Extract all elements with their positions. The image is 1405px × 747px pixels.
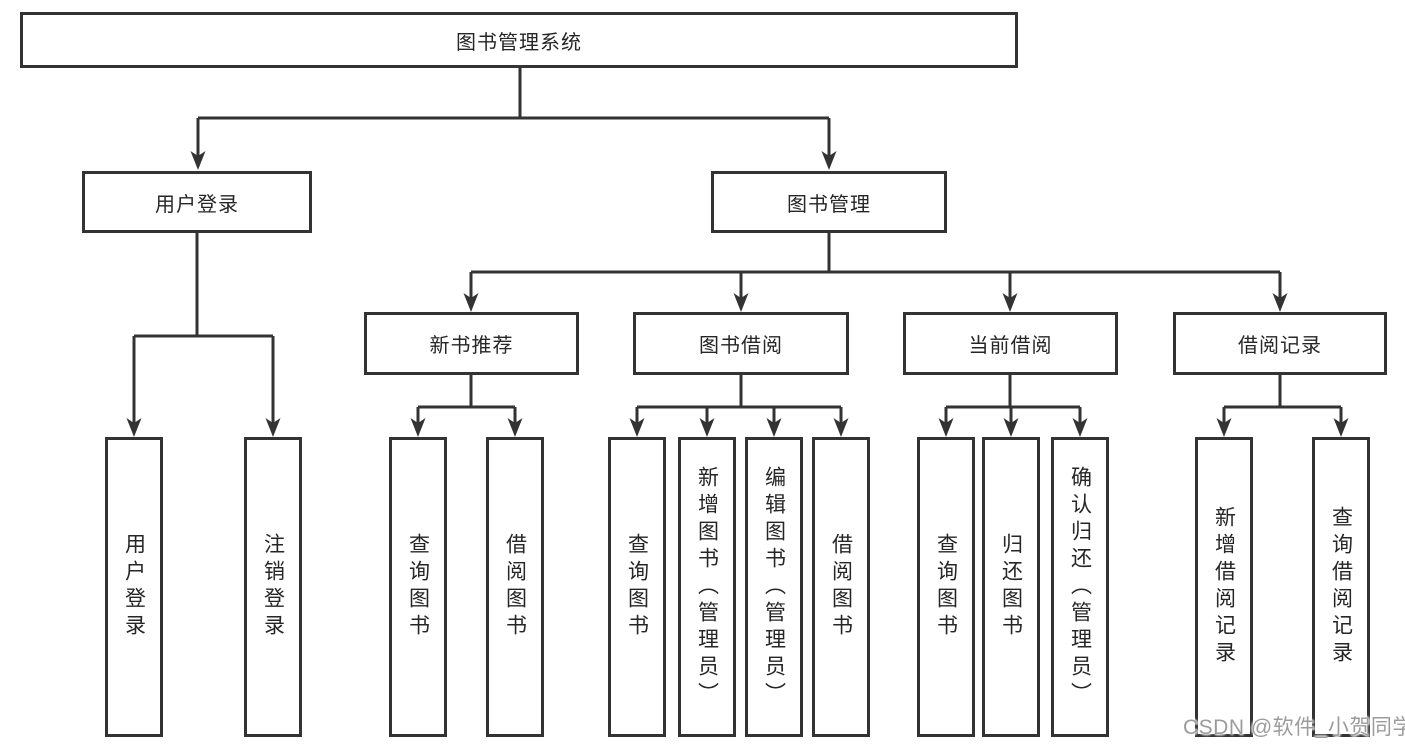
leaf-user-login: 用户登录 <box>105 437 163 737</box>
leaf-query-books-1: 查询图书 <box>389 437 447 737</box>
node-book-management-branch: 图书管理 <box>711 171 947 233</box>
leaf-return-books: 归还图书 <box>982 437 1040 737</box>
leaf-label: 查询图书 <box>625 533 649 641</box>
leaf-add-borrow-record: 新增借阅记录 <box>1195 437 1253 737</box>
leaf-label: 借阅图书 <box>829 533 853 641</box>
leaf-logout: 注销登录 <box>244 437 302 737</box>
node-label: 用户登录 <box>155 193 239 216</box>
leaf-label: 归还图书 <box>999 533 1023 641</box>
node-root-system: 图书管理系统 <box>20 12 1018 68</box>
leaf-label: 用户登录 <box>122 533 146 641</box>
leaf-borrow-books-1: 借阅图书 <box>486 437 544 737</box>
node-label: 借阅记录 <box>1238 335 1322 357</box>
leaf-label: 编辑图书（管理员） <box>762 465 786 709</box>
leaf-borrow-books-2: 借阅图书 <box>812 437 870 737</box>
leaf-query-borrow-record: 查询借阅记录 <box>1312 437 1370 737</box>
node-label: 图书借阅 <box>699 335 783 357</box>
node-root-label: 图书管理系统 <box>456 31 582 54</box>
node-book-borrow: 图书借阅 <box>633 312 849 375</box>
csdn-watermark: CSDN @软件_小贺同学 <box>1183 716 1405 739</box>
node-label: 新书推荐 <box>429 335 514 357</box>
leaf-label: 新增借阅记录 <box>1212 506 1236 668</box>
node-label: 当前借阅 <box>968 335 1053 357</box>
leaf-confirm-return-admin: 确认归还（管理员） <box>1051 437 1109 737</box>
node-new-book-recommend: 新书推荐 <box>364 312 579 375</box>
leaf-label: 查询借阅记录 <box>1329 506 1353 668</box>
leaf-label: 确认归还（管理员） <box>1068 465 1092 709</box>
leaf-query-books-2: 查询图书 <box>608 437 666 737</box>
leaf-label: 查询图书 <box>406 533 430 641</box>
leaf-edit-books-admin: 编辑图书（管理员） <box>745 437 803 737</box>
leaf-label: 查询图书 <box>934 533 958 641</box>
node-borrow-records: 借阅记录 <box>1173 312 1387 375</box>
leaf-query-books-3: 查询图书 <box>917 437 975 737</box>
leaf-label: 新增图书（管理员） <box>695 465 719 709</box>
node-user-login-branch: 用户登录 <box>82 171 312 233</box>
leaf-label: 注销登录 <box>261 533 285 641</box>
node-label: 图书管理 <box>787 193 871 216</box>
node-current-borrow: 当前借阅 <box>903 312 1118 375</box>
leaf-add-books-admin: 新增图书（管理员） <box>678 437 736 737</box>
leaf-label: 借阅图书 <box>503 533 527 641</box>
